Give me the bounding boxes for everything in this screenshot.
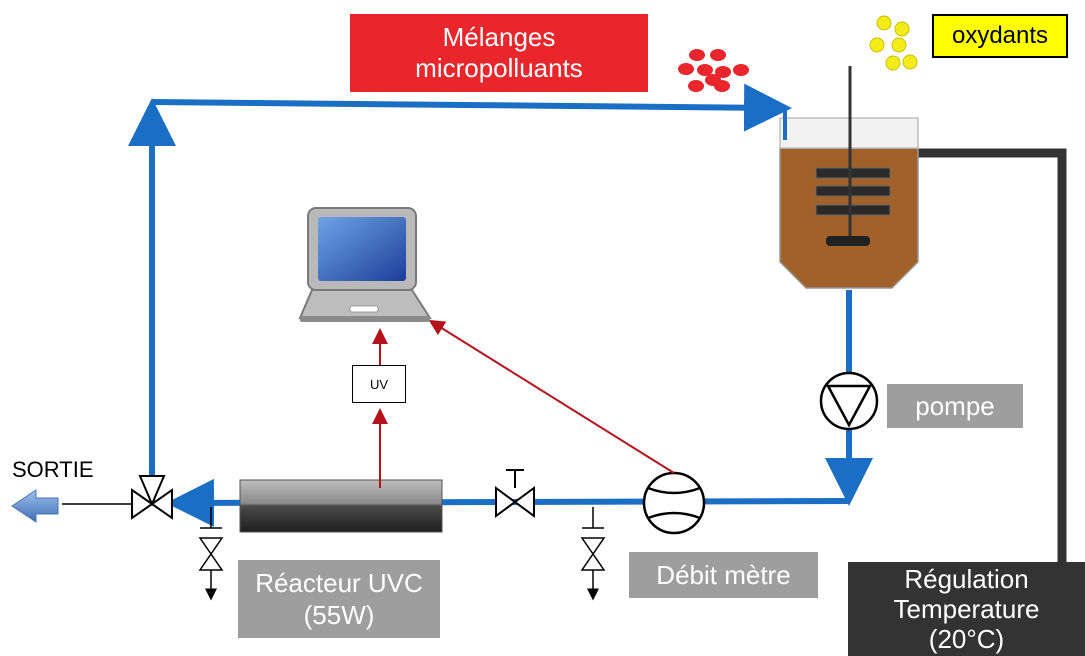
oxidant-particles	[869, 15, 918, 71]
drain-valve-left	[198, 507, 224, 601]
uv-sensor-box: UV	[352, 365, 406, 403]
micropollutants-label: Mélanges micropolluants	[350, 14, 648, 92]
regulation-line3: (20°C)	[928, 624, 1005, 654]
inline-valve	[495, 469, 535, 518]
tank-baffle	[815, 204, 891, 216]
pump-symbol	[819, 371, 879, 431]
oxidants-text: oxydants	[951, 22, 1049, 49]
sortie-text: SORTIE	[12, 457, 94, 482]
sortie-arrow	[11, 489, 59, 523]
laptop-icon	[298, 207, 432, 322]
tank-baffle	[815, 185, 891, 197]
uvc-reactor	[239, 479, 443, 533]
pump-text: pompe	[915, 390, 995, 421]
regulation-line2: Temperature	[893, 594, 1040, 624]
micropollutants-line1: Mélanges	[442, 22, 556, 52]
uvc-reactor-line1: Réacteur UVC	[255, 568, 423, 598]
three-way-valve	[131, 475, 173, 520]
flow-meter-symbol	[642, 471, 706, 535]
micropollutants-line2: micropolluants	[415, 53, 583, 83]
drain-valve-right	[580, 507, 606, 601]
regulation-line1: Régulation	[904, 564, 1029, 594]
stirrer-blade	[826, 236, 870, 246]
sortie-label: SORTIE	[12, 455, 122, 485]
top-pipe	[151, 83, 792, 132]
reactor-tank	[779, 66, 919, 289]
oxidants-label: oxydants	[932, 14, 1068, 58]
tank-baffle	[815, 167, 891, 179]
pump-label: pompe	[887, 384, 1023, 428]
flow-meter-text: Débit mètre	[656, 559, 791, 590]
flow-meter-label: Débit mètre	[629, 552, 818, 598]
uv-sensor-text: UV	[369, 376, 389, 392]
signal-flowmeter-laptop	[428, 319, 675, 474]
micropollutant-particles	[678, 49, 749, 92]
uvc-reactor-label: Réacteur UVC (55W)	[238, 560, 440, 638]
temperature-regulation-label: Régulation Temperature (20°C)	[848, 562, 1085, 656]
uvc-reactor-line2: (55W)	[303, 600, 375, 630]
